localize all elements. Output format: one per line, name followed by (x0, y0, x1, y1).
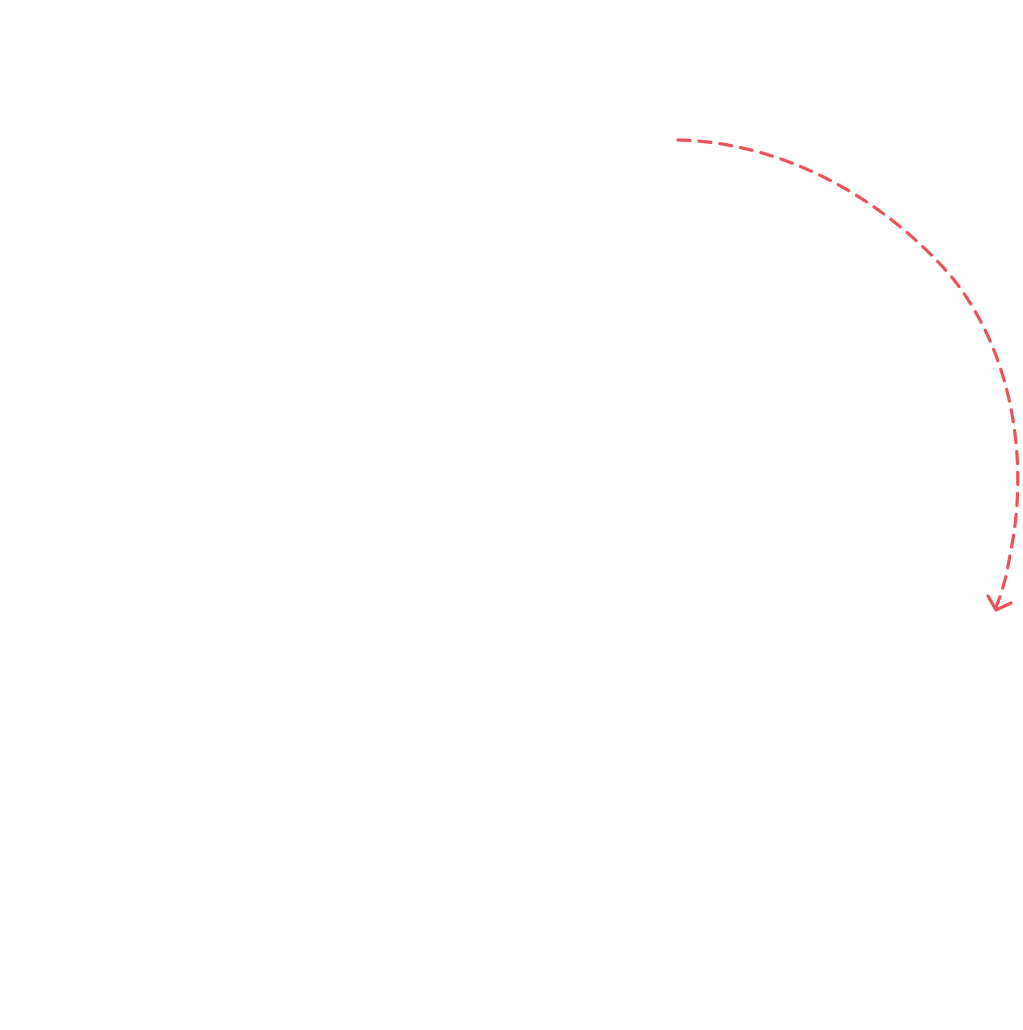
dashed-arc-arrow-shaft (676, 138, 1020, 609)
curved-arrow (676, 138, 1020, 612)
arrowhead-icon (986, 594, 1013, 612)
